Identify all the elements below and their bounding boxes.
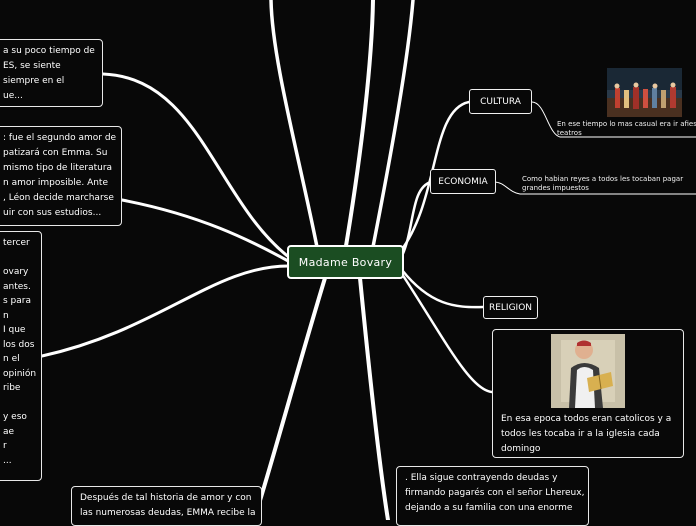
- left-box-3-line: ae: [3, 426, 15, 437]
- religion-card-line: En esa epoca todos eran catolicos y a: [501, 414, 672, 424]
- priest-reading-icon: [551, 334, 625, 408]
- branch-economia: [399, 180, 433, 260]
- branch-top-2: [343, 0, 375, 254]
- topic-religion-label: RELIGION: [488, 302, 533, 313]
- religion-image: [551, 334, 625, 408]
- left-box-3-line: I que: [3, 325, 26, 335]
- left-box-2-line: : fue el segundo amor de: [3, 133, 117, 143]
- left-box-3-line: [3, 251, 35, 266]
- left-box-3-line: ...: [3, 455, 12, 466]
- branch-bottom-2: [358, 276, 390, 520]
- left-box-2-line: mismo tipo de literatura: [3, 163, 113, 173]
- left-box-3-line: antes.: [3, 281, 31, 292]
- branch-bottom-1: [252, 276, 327, 520]
- left-box-1-line: ES, se siente: [3, 61, 61, 71]
- left-box-3-line: r: [3, 441, 7, 451]
- left-box-3-line: opinión: [3, 368, 37, 379]
- left-box-2-line: , Léon decide marcharse: [3, 193, 114, 203]
- left-box-3-line: n: [3, 310, 9, 321]
- left-box-3-line: ovary: [3, 267, 29, 277]
- religion-card: En esa epoca todos eran catolicos y a to…: [492, 329, 684, 458]
- religion-card-line: domingo: [501, 444, 541, 454]
- left-box-3: tercer ovary antes. s para n I que los d…: [0, 231, 42, 481]
- left-box-1-line: siempre en el: [3, 76, 65, 86]
- economia-note-line: Como habian reyes a todos les tocaban pa…: [522, 175, 684, 183]
- topic-economia[interactable]: ECONOMIA: [430, 169, 496, 194]
- bottom-left-box-line: Después de tal historia de amor y con: [80, 493, 252, 503]
- cultura-note-line: En ese tiempo lo mas casual era ir afies…: [557, 120, 696, 128]
- topic-economia-label: ECONOMIA: [438, 176, 488, 187]
- bottom-left-box: Después de tal historia de amor y con la…: [71, 486, 262, 526]
- topic-religion[interactable]: RELIGION: [483, 296, 538, 319]
- branch-left-2: [120, 198, 292, 264]
- branch-left-1: [101, 72, 292, 260]
- left-box-3-line: s para: [3, 296, 31, 306]
- bottom-right-box-line: . Ella sigue contrayendo deudas y: [405, 473, 558, 483]
- left-box-3-line: ribe: [3, 383, 21, 393]
- left-box-3-line: [3, 396, 35, 411]
- branch-top-3: [370, 0, 415, 254]
- bottom-left-box-line: las numerosas deudas, EMMA recibe la: [80, 508, 256, 518]
- religion-card-line: todos les tocaba ir a la iglesia cada: [501, 429, 660, 439]
- left-box-2-line: uir con sus estudios...: [3, 208, 102, 218]
- bottom-right-box: . Ella sigue contrayendo deudas y firman…: [396, 466, 589, 526]
- left-box-3-line: los dos: [3, 339, 35, 350]
- economia-note-line: grandes impuestos: [522, 184, 589, 192]
- left-box-1-line: ue...: [3, 91, 23, 101]
- theater-painting-icon: [607, 68, 682, 117]
- left-box-1: a su poco tiempo de ES, se siente siempr…: [0, 39, 103, 107]
- branch-left-3: [40, 264, 292, 358]
- branch-top-1: [269, 0, 320, 254]
- bottom-right-box-line: dejando a su familia con una enorme: [405, 503, 573, 513]
- economia-note: Como habian reyes a todos les tocaban pa…: [522, 175, 683, 193]
- branch-religion-card: [400, 272, 494, 394]
- left-box-2-line: n amor imposible. Ante: [3, 178, 108, 188]
- left-box-3-line: y eso: [3, 412, 27, 422]
- left-box-2: : fue el segundo amor de patizará con Em…: [0, 126, 122, 226]
- connector-economia-note: [493, 181, 696, 195]
- topic-cultura-label: CULTURA: [480, 96, 521, 107]
- left-box-3-line: n el: [3, 354, 20, 364]
- left-box-1-line: a su poco tiempo de: [3, 46, 95, 56]
- connector-cultura-note: [531, 101, 696, 138]
- branch-religion: [400, 268, 485, 309]
- left-box-3-line: tercer: [3, 238, 30, 248]
- topic-cultura[interactable]: CULTURA: [469, 89, 532, 114]
- bottom-right-box-line: firmando pagarés con el señor Lhereux,: [405, 488, 585, 498]
- branch-cultura: [398, 100, 471, 254]
- left-box-2-line: patizará con Emma. Su: [3, 148, 108, 158]
- cultura-note: En ese tiempo lo mas casual era ir afies…: [557, 120, 696, 138]
- cultura-note-line: teatros: [557, 129, 582, 137]
- central-topic[interactable]: Madame Bovary: [287, 245, 404, 279]
- central-topic-title: Madame Bovary: [298, 255, 393, 269]
- cultura-image: [607, 68, 682, 117]
